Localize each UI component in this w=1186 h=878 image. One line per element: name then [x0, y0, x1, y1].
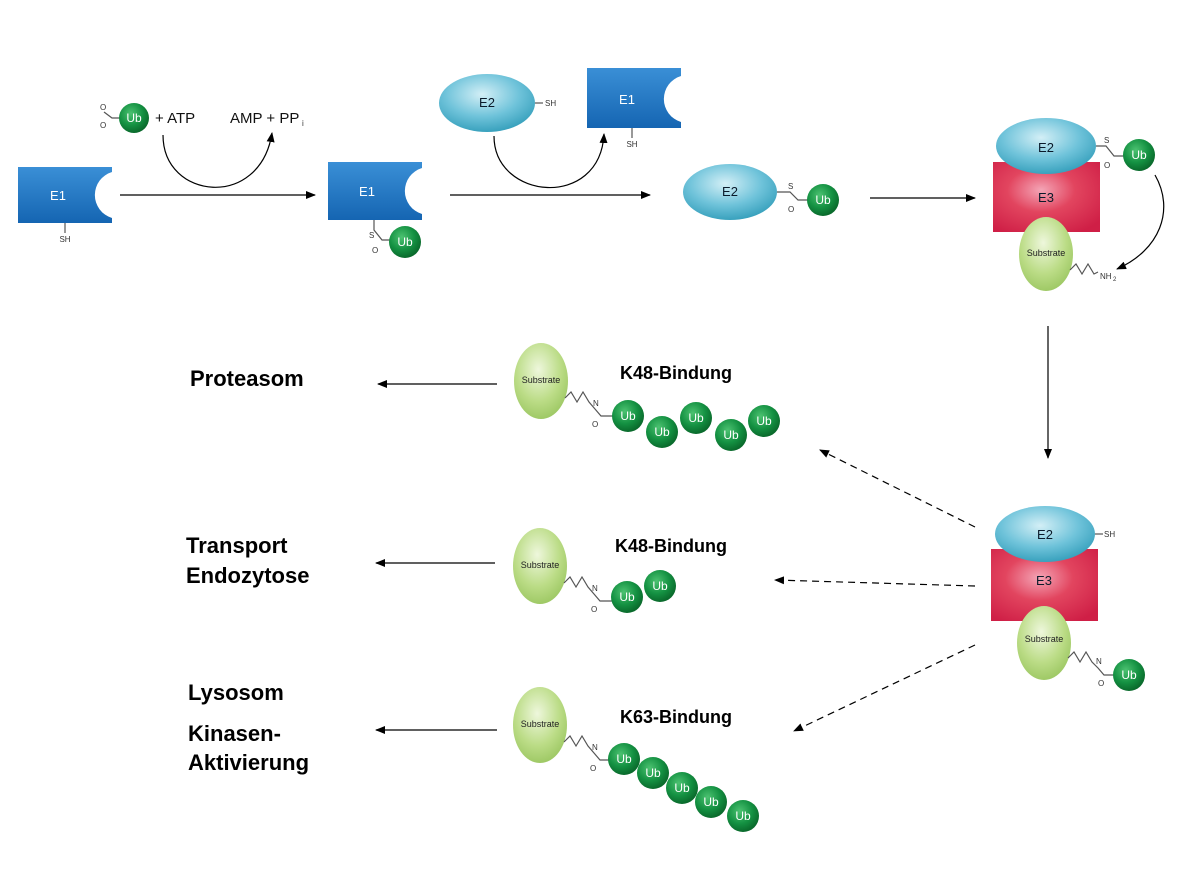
e1-label: E1 — [359, 184, 375, 199]
ub-molecule — [389, 226, 421, 258]
e2-transfer-curved-arrow — [493, 133, 608, 189]
substrate — [513, 687, 567, 763]
bond-label-k48-1: K48-Bindung — [620, 363, 732, 383]
e3-complex-loading: E3 E2 S O Ub Substrate NH 2 — [993, 118, 1165, 291]
dashed-arrow-k48-short — [774, 576, 976, 587]
ub-label: Ub — [616, 752, 632, 766]
o-label: O — [591, 605, 597, 614]
e2-label: E2 — [722, 184, 738, 199]
o-label: O — [788, 205, 794, 214]
e3-label: E3 — [1036, 573, 1052, 588]
substrate-k48-diubiquitin: Substrate N O Ub Ub — [513, 528, 676, 614]
outcome-lysosom: Lysosom — [188, 680, 284, 705]
o-label: O — [100, 103, 106, 112]
ub-molecule — [1113, 659, 1145, 691]
ub-label: Ub — [397, 235, 413, 249]
dashed-arrow-k63 — [793, 644, 976, 732]
ub-transfer-curved-arrow — [1116, 174, 1165, 270]
e2-label: E2 — [479, 95, 495, 110]
ub-label: Ub — [674, 781, 690, 795]
outcome-kinasen: Kinasen- — [188, 721, 281, 746]
ub-label: Ub — [703, 795, 719, 809]
o-label: O — [372, 246, 378, 255]
ub-label: Ub — [735, 809, 751, 823]
substrate-label: Substrate — [522, 375, 561, 385]
ub-molecule — [807, 184, 839, 216]
sh-label: SH — [1104, 530, 1115, 539]
n-label: N — [593, 399, 599, 408]
sh-label: SH — [59, 235, 70, 244]
s-label: S — [369, 231, 374, 240]
o-label: O — [592, 420, 598, 429]
substrate — [1017, 606, 1071, 680]
s-label: S — [788, 182, 793, 191]
e1-enzyme-free: E1 SH — [18, 167, 112, 244]
substrate-label: Substrate — [521, 719, 560, 729]
e1-label: E1 — [619, 92, 635, 107]
ub-label: Ub — [619, 590, 635, 604]
ub-label: Ub — [620, 409, 636, 423]
n-label: N — [592, 584, 598, 593]
substrate — [1019, 217, 1073, 291]
bond-label-k63: K63-Bindung — [620, 707, 732, 727]
outcome-endozytose: Endozytose — [186, 563, 309, 588]
outcome-proteasom: Proteasom — [190, 366, 304, 391]
ub-label: Ub — [1121, 668, 1137, 682]
substrate-label: Substrate — [1027, 248, 1066, 258]
dashed-arrow-k48-poly — [819, 449, 976, 528]
e2-ub-complex: E2 S O Ub — [683, 164, 839, 220]
amp-ppi-text: AMP + PP — [230, 110, 299, 127]
nh2-label: NH — [1100, 272, 1112, 281]
ub-label: Ub — [645, 766, 661, 780]
e2-label: E2 — [1038, 140, 1054, 155]
atp-curved-arrow — [162, 132, 275, 188]
ub-label: Ub — [688, 411, 704, 425]
substrate-label: Substrate — [1025, 634, 1064, 644]
o-label: O — [590, 764, 596, 773]
ub-molecule — [119, 103, 149, 133]
o-label: O — [1098, 679, 1104, 688]
ppi-subscript: i — [302, 119, 304, 128]
atp-text: + ATP — [155, 110, 195, 127]
substrate — [513, 528, 567, 604]
substrate-label: Substrate — [521, 560, 560, 570]
sh-label: SH — [626, 140, 637, 149]
e3-label: E3 — [1038, 190, 1054, 205]
ub-atp-input: O O Ub + ATP — [100, 103, 195, 133]
e1-label: E1 — [50, 188, 66, 203]
ub-label: Ub — [723, 428, 739, 442]
outcome-aktivierung: Aktivierung — [188, 750, 309, 775]
nh2-subscript: 2 — [1113, 277, 1117, 283]
s-label: S — [1104, 136, 1109, 145]
n-label: N — [592, 743, 598, 752]
o-label: O — [100, 121, 106, 130]
ub-label: Ub — [652, 579, 668, 593]
ub-label: Ub — [815, 193, 831, 207]
e1-ub-complex: E1 S O Ub — [328, 162, 422, 258]
o-label: O — [1104, 161, 1110, 170]
ub-label: Ub — [654, 425, 670, 439]
bond-label-k48-2: K48-Bindung — [615, 536, 727, 556]
ub-label: Ub — [756, 414, 772, 428]
e2-free: E2 SH — [439, 74, 556, 132]
e2-label: E2 — [1037, 527, 1053, 542]
e3-complex-ligated: E3 E2 SH Substrate N O Ub — [991, 506, 1145, 691]
e1-released: E1 SH — [587, 68, 681, 149]
n-label: N — [1096, 657, 1102, 666]
ub-label: Ub — [1131, 148, 1147, 162]
ub-label: Ub — [126, 111, 142, 125]
substrate-k63-polyubiquitin: Substrate N O Ub Ub Ub Ub Ub — [513, 687, 759, 832]
substrate-k48-polyubiquitin: Substrate N O Ub Ub Ub Ub Ub — [514, 343, 780, 451]
ub-molecule — [1123, 139, 1155, 171]
outcome-transport: Transport — [186, 533, 288, 558]
substrate — [514, 343, 568, 419]
sh-label: SH — [545, 99, 556, 108]
